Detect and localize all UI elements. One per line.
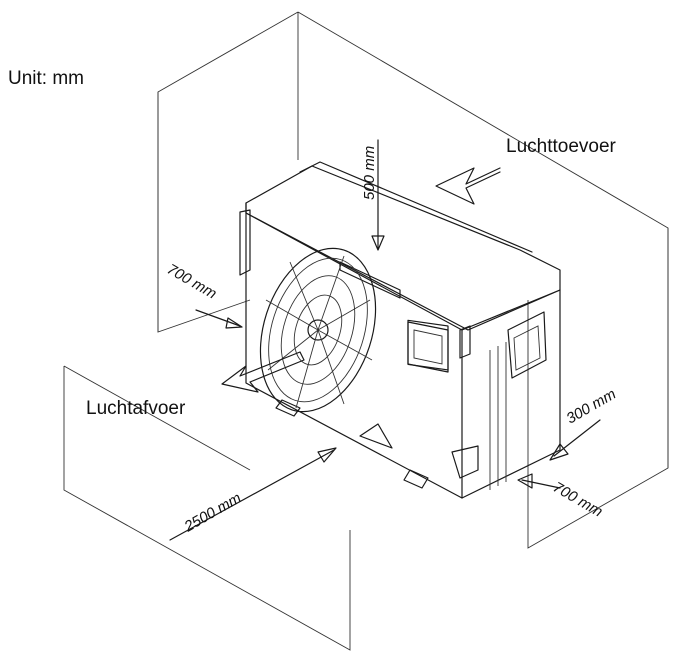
dimension-arrows	[169, 139, 601, 541]
front-clearance-plane	[63, 365, 351, 651]
dim-left-700: 700 mm	[164, 261, 219, 303]
dim-bottom-700: 700 mm	[550, 479, 605, 521]
dim-right-300: 300 mm	[564, 386, 619, 428]
dim-top-500: 500 mm	[361, 146, 378, 200]
air-outlet-label: Luchtafvoer	[86, 398, 186, 419]
fan-grille	[259, 247, 377, 413]
air-inlet-arrow	[435, 167, 501, 205]
air-inlet-label: Luchttoevoer	[506, 136, 617, 157]
right-clearance-plane	[527, 228, 669, 549]
dim-front-2500: 2500 mm	[181, 489, 245, 535]
unit-label: Unit: mm	[8, 68, 84, 89]
air-outlet-arrow	[221, 351, 305, 393]
heat-pump-unit	[239, 161, 561, 499]
